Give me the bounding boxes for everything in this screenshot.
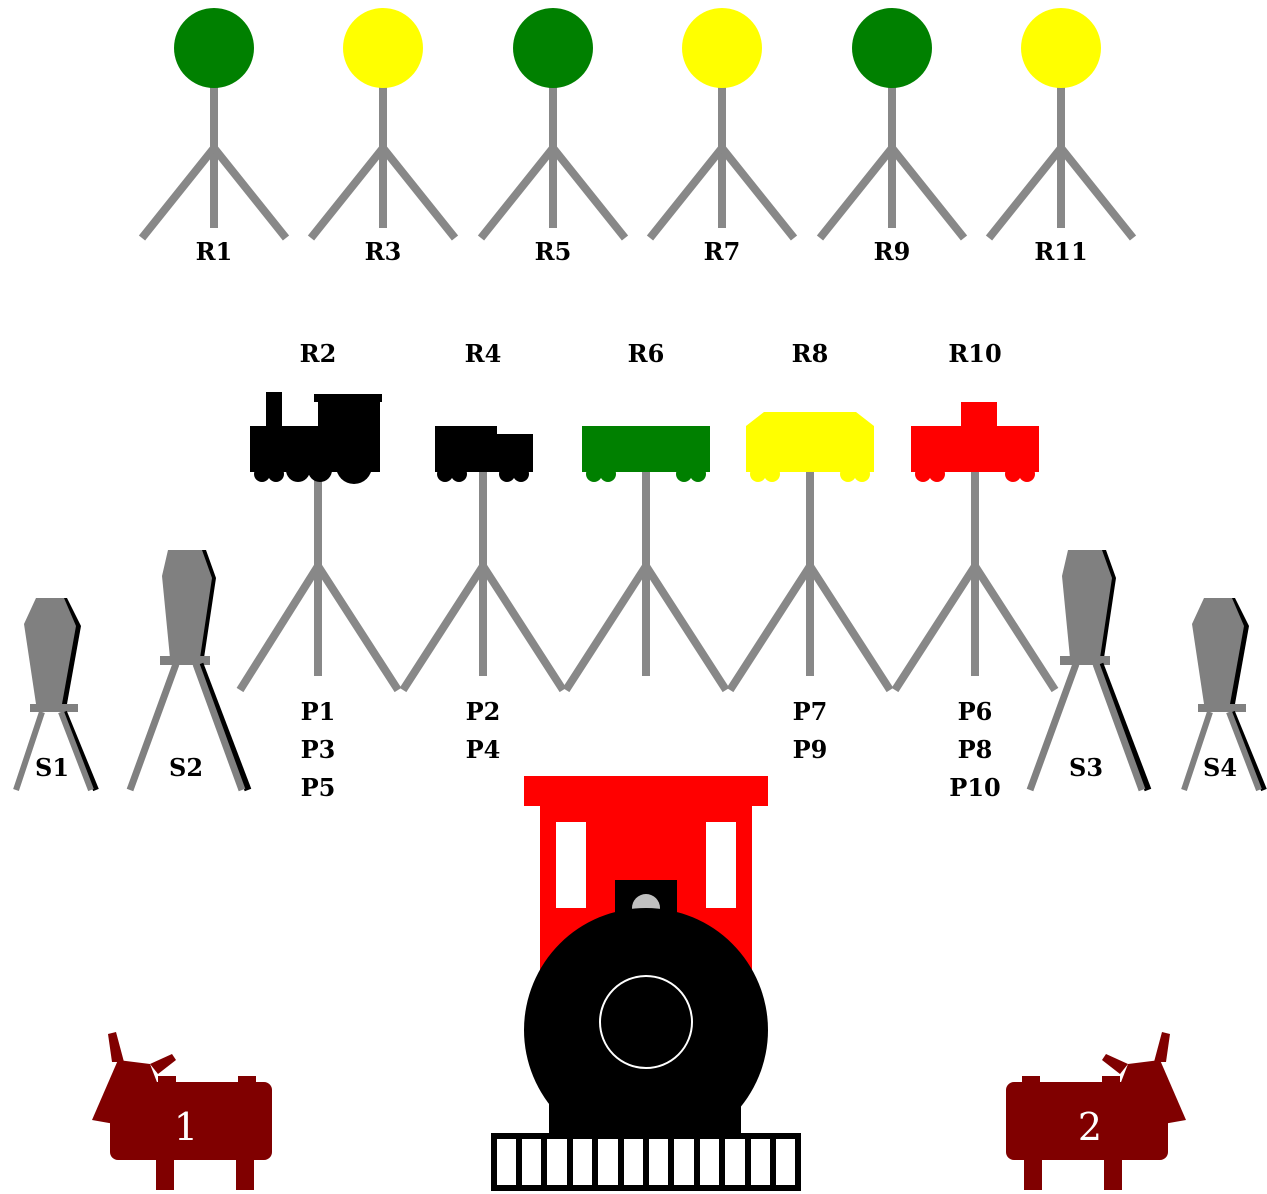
stool-label: S4	[1203, 753, 1237, 782]
signal-label: R7	[704, 237, 741, 266]
signal-label: R5	[535, 237, 572, 266]
top-signal: R11	[985, 8, 1137, 266]
stool-large: S2	[126, 550, 252, 792]
cow-icon: 2	[1006, 1032, 1186, 1190]
car-stand-locomotive: R2 P1 P3 P5	[236, 339, 402, 802]
signal-lamp	[343, 8, 423, 88]
car-stand-passenger: R8 P7 P9	[726, 339, 894, 764]
platform-label: P6	[958, 697, 993, 726]
top-signal: R7	[646, 8, 798, 266]
car-stand-boxcar: R6	[562, 339, 730, 693]
platform-label: P4	[466, 735, 501, 764]
signal-label: R1	[196, 237, 233, 266]
cow-icon: 1	[92, 1032, 272, 1190]
signal-lamp	[513, 8, 593, 88]
top-signal: R1	[138, 8, 290, 266]
platform-label: P2	[466, 697, 501, 726]
cow-number: 2	[1078, 1105, 1102, 1149]
stool-small: S4	[1181, 598, 1267, 792]
top-signal: R9	[816, 8, 968, 266]
car-label: R6	[628, 339, 665, 368]
platform-label: P1	[301, 697, 336, 726]
platform-label: P9	[793, 735, 828, 764]
car-label: R10	[948, 339, 1001, 368]
top-signal: R3	[307, 8, 459, 266]
car-stand-caboose: R10 P6 P8 P10	[891, 339, 1059, 802]
platform-label: P10	[949, 773, 1000, 802]
platform-label: P7	[793, 697, 828, 726]
tender-icon	[435, 426, 533, 482]
car-label: R2	[300, 339, 337, 368]
signal-lamp	[174, 8, 254, 88]
signal-lamp	[852, 8, 932, 88]
locomotive-front-icon	[491, 776, 801, 1191]
car-label: R4	[465, 339, 502, 368]
signal-lamp	[1021, 8, 1101, 88]
stool-small: S1	[13, 598, 99, 792]
platform-label: P8	[958, 735, 993, 764]
caboose-icon	[911, 402, 1039, 482]
signal-label: R9	[874, 237, 911, 266]
passenger-car-icon	[746, 412, 874, 482]
signal-lamp	[682, 8, 762, 88]
platform-label: P3	[301, 735, 336, 764]
car-stand-tender: R4 P2 P4	[399, 339, 567, 764]
locomotive-icon	[250, 392, 382, 484]
signal-label: R11	[1034, 237, 1087, 266]
platform-label: P5	[301, 773, 336, 802]
stool-label: S2	[169, 753, 203, 782]
boxcar-icon	[582, 426, 710, 482]
signal-label: R3	[365, 237, 402, 266]
stool-large: S3	[1026, 550, 1152, 792]
car-label: R8	[792, 339, 829, 368]
top-signal: R5	[477, 8, 629, 266]
stool-label: S3	[1069, 753, 1103, 782]
cow-number: 1	[174, 1105, 198, 1149]
stool-label: S1	[35, 753, 69, 782]
